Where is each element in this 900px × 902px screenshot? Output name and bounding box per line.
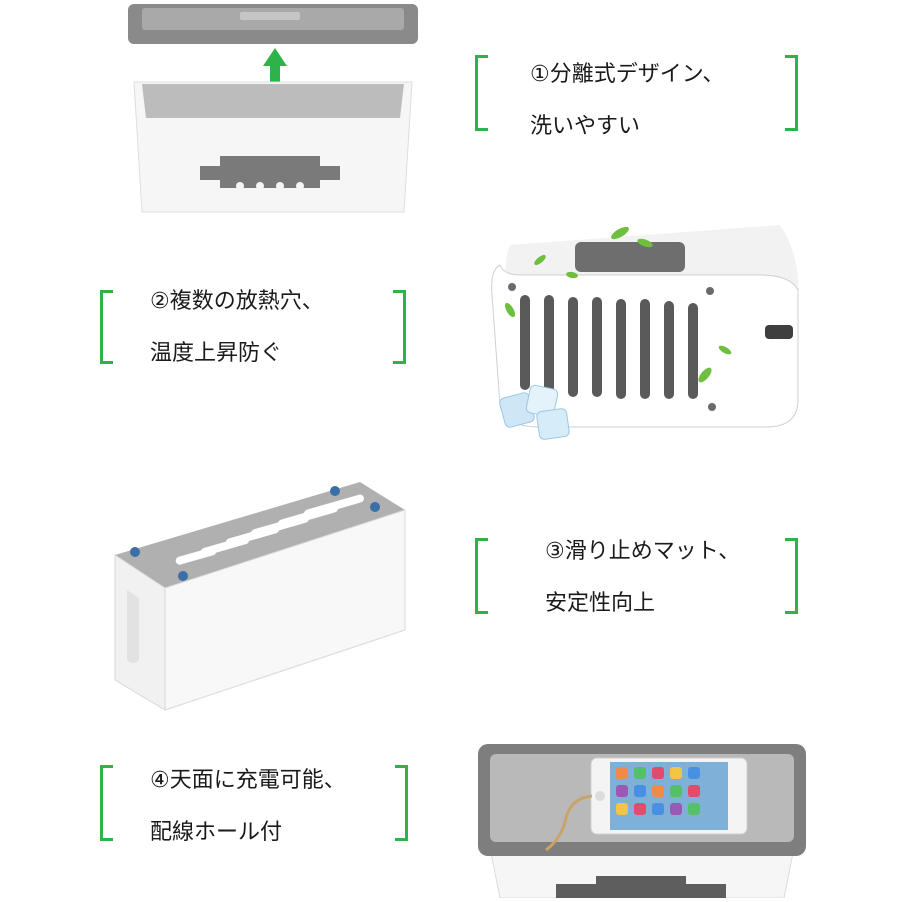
bracket-right bbox=[393, 290, 406, 364]
feature-2-line2: 温度上昇防ぐ bbox=[150, 341, 283, 366]
feature-1-panel: ①分離式デザイン、 洗いやすい bbox=[475, 55, 805, 139]
bracket-right bbox=[785, 538, 798, 614]
charging-cable-icon bbox=[545, 794, 593, 852]
feature-4-line1: ④天面に充電可能、 bbox=[150, 768, 346, 793]
bracket-right bbox=[785, 55, 798, 131]
illustration-anti-slip-base bbox=[105, 470, 415, 720]
feature-1-caption: ①分離式デザイン、 洗いやすい bbox=[530, 49, 724, 153]
rubber-foot-icon bbox=[130, 486, 380, 581]
illustration-charging-top bbox=[476, 738, 808, 899]
smartphone-icon bbox=[590, 757, 748, 835]
bracket-left bbox=[475, 538, 488, 614]
feature-4-line2: 配線ホール付 bbox=[150, 820, 283, 845]
feature-3-line1: ③滑り止めマット、 bbox=[545, 539, 741, 564]
feature-2-panel: ②複数の放熱穴、 温度上昇防ぐ bbox=[100, 289, 420, 366]
feature-3-line2: 安定性向上 bbox=[545, 591, 656, 616]
ice-cube-icon bbox=[499, 384, 570, 440]
feature-1-line2: 洗いやすい bbox=[530, 114, 641, 139]
illustration-separable-box bbox=[120, 0, 430, 225]
bracket-left bbox=[100, 290, 113, 364]
bracket-right bbox=[395, 765, 408, 841]
illustration-vented-box bbox=[480, 215, 810, 445]
leaf-icon bbox=[504, 226, 732, 383]
feature-3-panel: ③滑り止めマット、 安定性向上 bbox=[475, 538, 805, 616]
feature-2-line1: ②複数の放熱穴、 bbox=[150, 289, 324, 314]
feature-2-caption: ②複数の放熱穴、 温度上昇防ぐ bbox=[150, 276, 324, 380]
feature-3-caption: ③滑り止めマット、 安定性向上 bbox=[545, 526, 740, 630]
feature-1-line1: ①分離式デザイン、 bbox=[530, 62, 725, 87]
feature-4-caption: ④天面に充電可能、 配線ホール付 bbox=[150, 755, 346, 859]
bracket-left bbox=[100, 765, 113, 841]
feature-4-panel: ④天面に充電可能、 配線ホール付 bbox=[100, 765, 420, 845]
bracket-left bbox=[475, 55, 488, 131]
